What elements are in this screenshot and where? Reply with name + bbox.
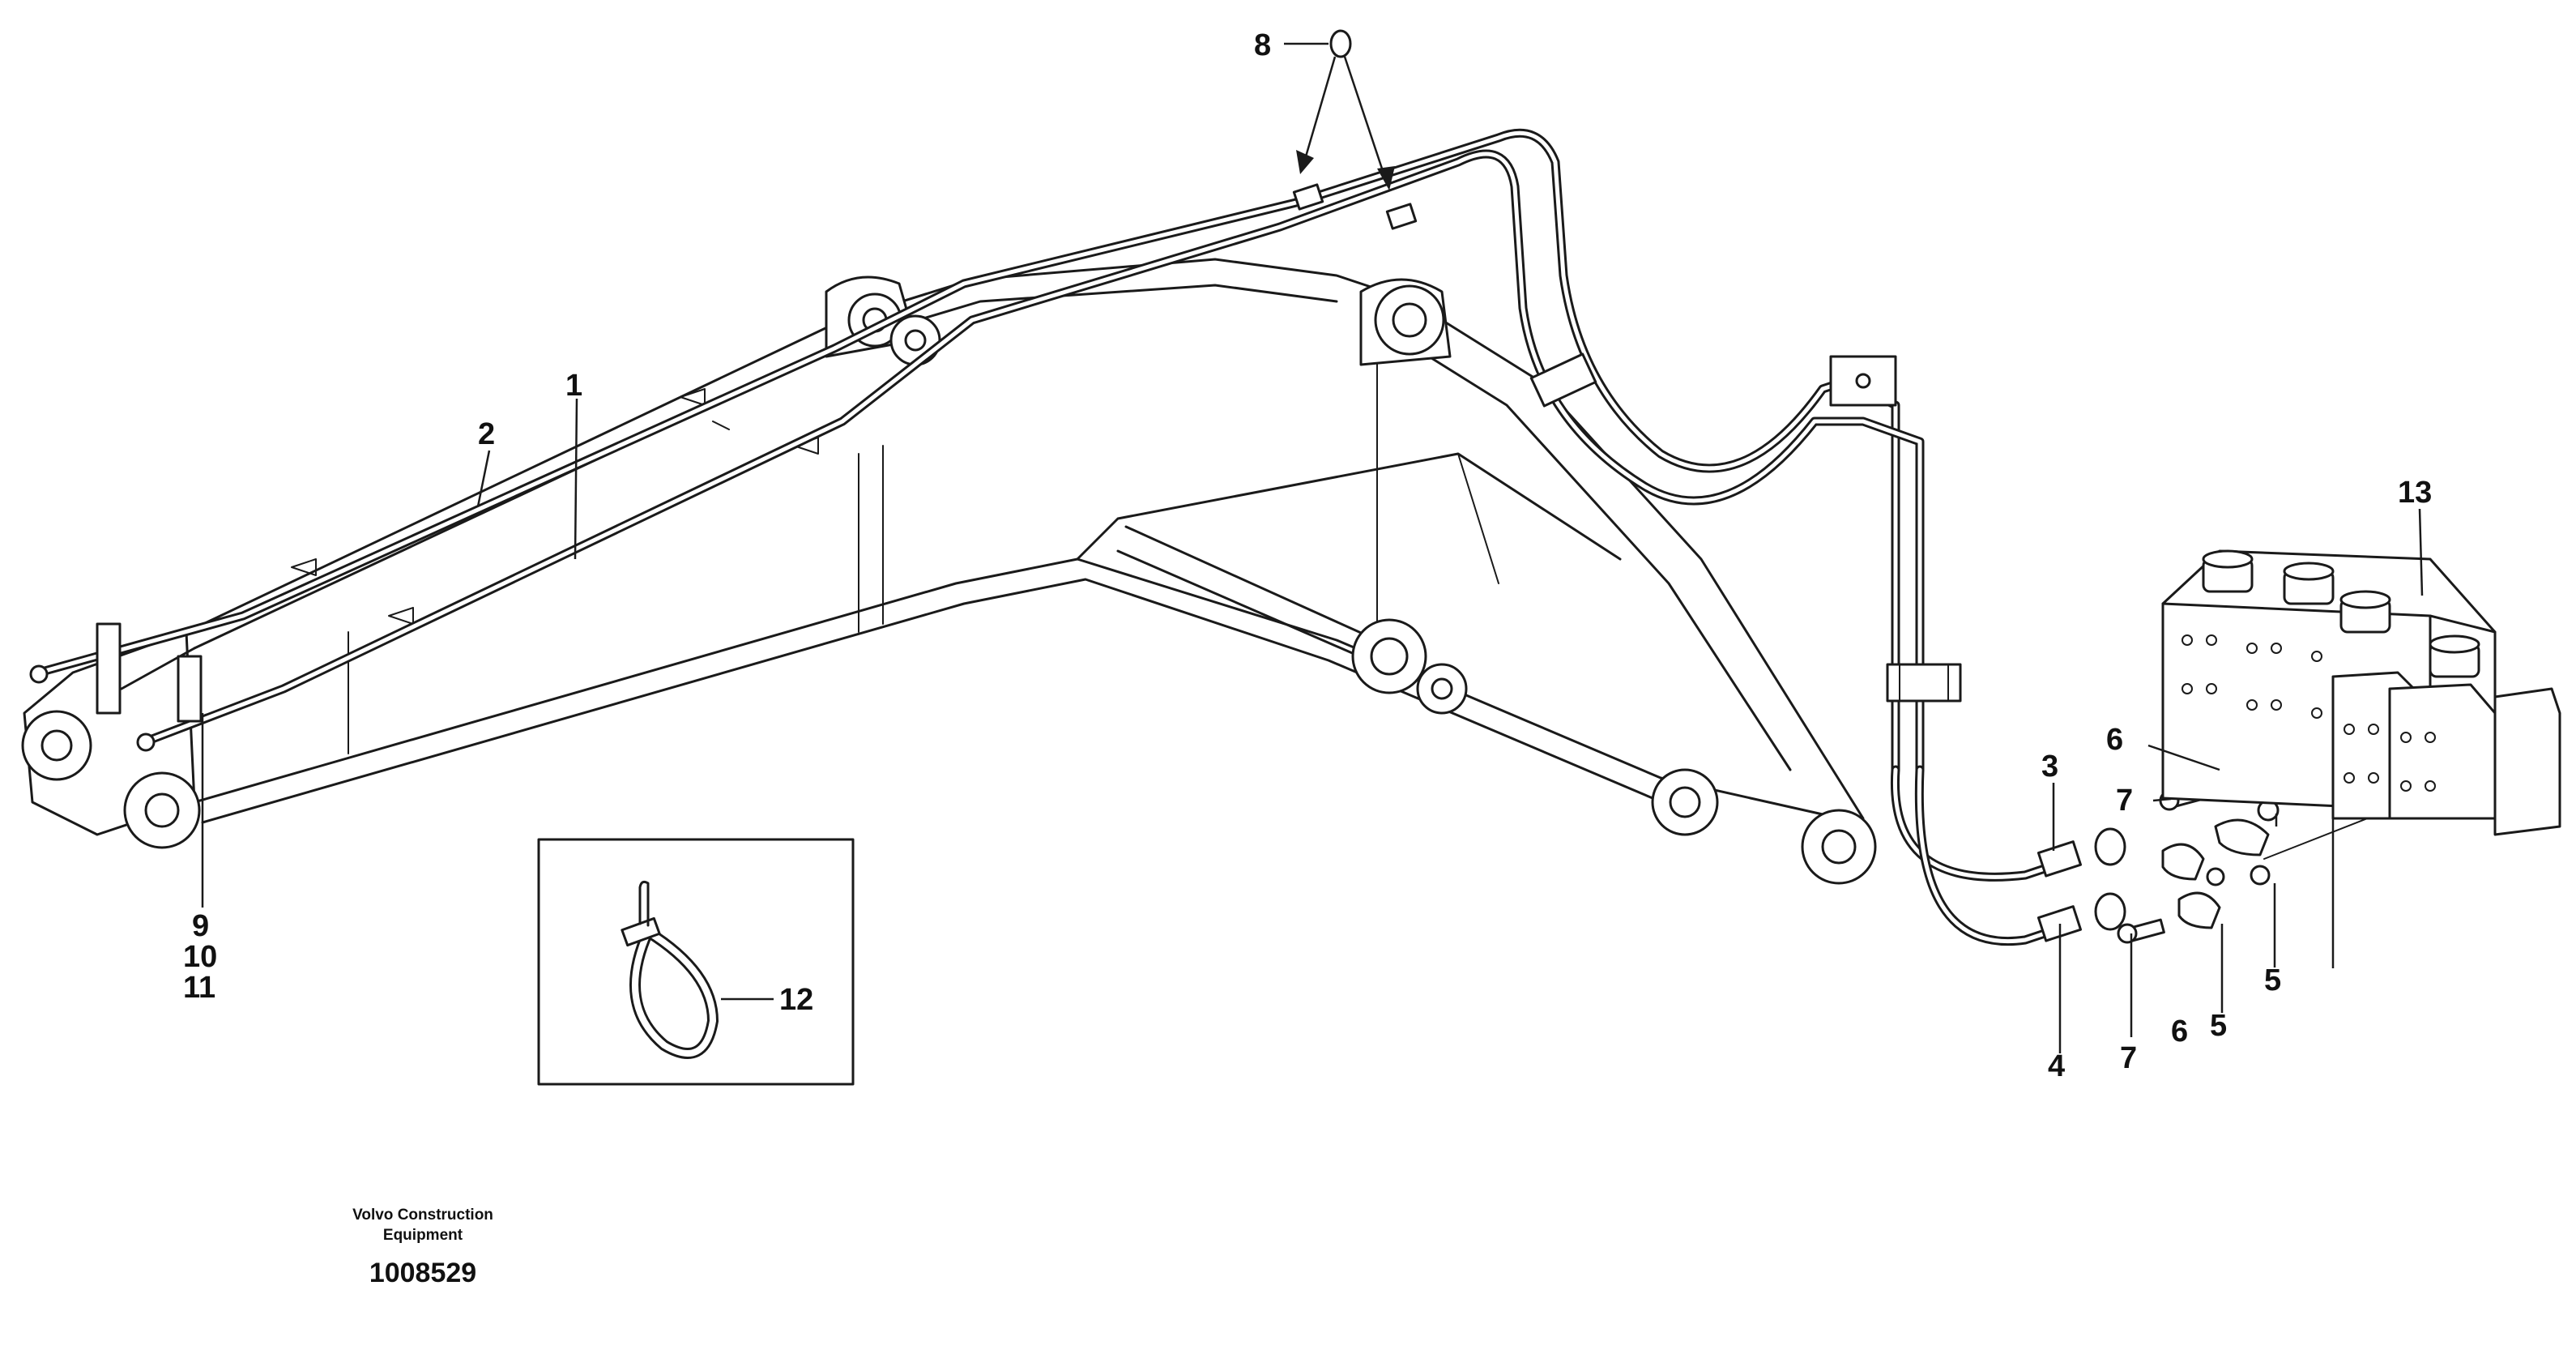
callout-13: 13 xyxy=(2398,476,2432,510)
solenoid xyxy=(2202,549,2480,678)
callout-4: 4 xyxy=(2048,1049,2065,1083)
arrow-head xyxy=(1377,166,1395,190)
company-name-line2: Equipment xyxy=(383,1227,463,1244)
callout-10: 10 xyxy=(183,940,217,974)
callout-6-upper: 6 xyxy=(2106,723,2123,757)
callout-3: 3 xyxy=(2041,750,2058,784)
callout-8: 8 xyxy=(1254,28,1271,62)
callout-9: 9 xyxy=(192,909,209,943)
control-valve-block-icon xyxy=(2161,549,2561,836)
boom-structure xyxy=(21,258,1877,885)
company-name-line1: Volvo Construction xyxy=(352,1207,493,1224)
callout-6-lower: 6 xyxy=(2171,1014,2188,1049)
hydraulic-lines xyxy=(29,128,2126,946)
callout-7-upper: 7 xyxy=(2116,784,2133,818)
callout-5-right: 5 xyxy=(2264,963,2281,997)
callout-12: 12 xyxy=(779,983,813,1017)
footer: Volvo Construction Equipment 1008529 xyxy=(352,1207,493,1288)
callout-7-lower: 7 xyxy=(2120,1041,2137,1075)
arrow-head xyxy=(1296,150,1314,174)
callout-labels: 8 2 1 9 10 11 12 13 3 4 6 7 5 5 6 7 xyxy=(183,28,2432,1083)
callout-1: 1 xyxy=(565,369,582,403)
leader-lines xyxy=(201,42,2424,1053)
cable-tie-icon xyxy=(621,880,719,1059)
callout-5-lower: 5 xyxy=(2210,1009,2227,1043)
callout-2: 2 xyxy=(478,417,495,451)
o-ring-icon xyxy=(1329,29,1352,58)
drawing-number: 1008529 xyxy=(369,1258,476,1288)
callout-11: 11 xyxy=(183,971,215,1005)
inset-box xyxy=(537,838,855,1086)
bolt-holes xyxy=(2181,634,2436,792)
